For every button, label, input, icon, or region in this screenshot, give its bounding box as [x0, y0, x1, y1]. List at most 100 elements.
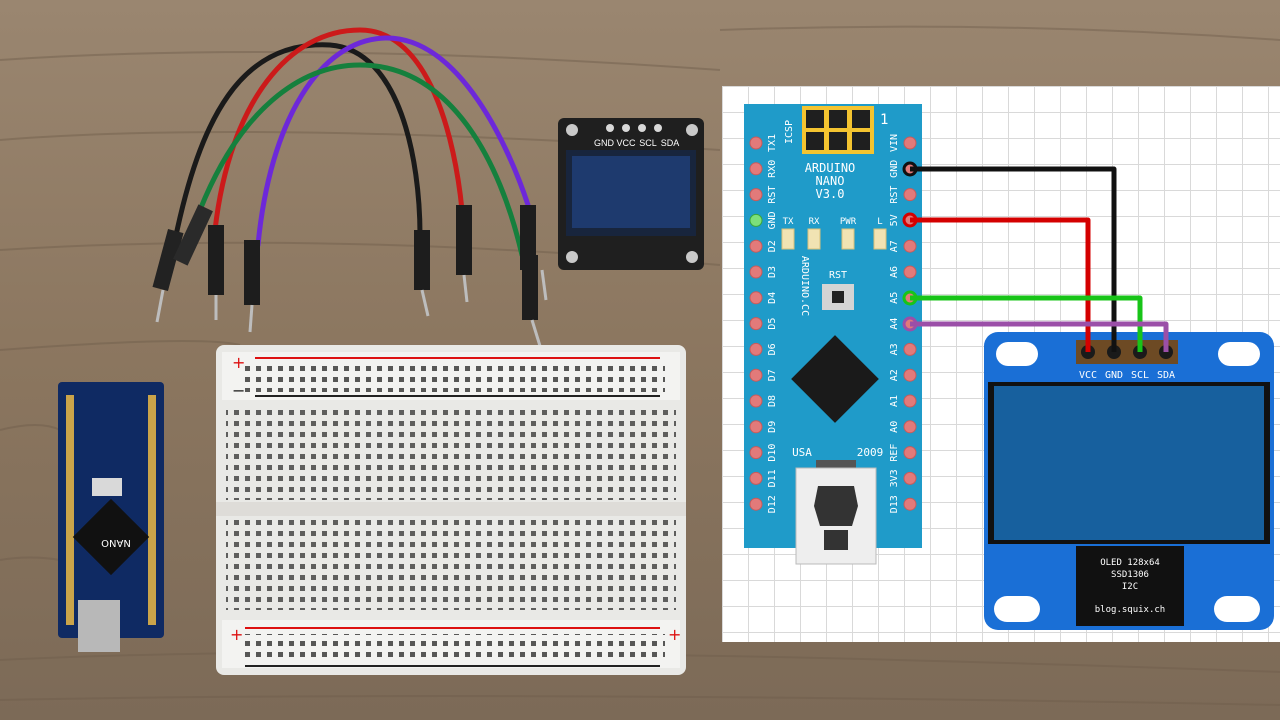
right-pin-pad-d13	[903, 497, 917, 511]
oled-credit: blog.squix.ch	[1095, 605, 1165, 615]
status-leds: TX RX PWR L	[783, 217, 883, 227]
left-pin-pad-d10	[749, 446, 763, 460]
oled-chip-line3: I2C	[1122, 582, 1138, 592]
wire-connectors	[152, 204, 548, 347]
left-pin-label-d2: D2	[767, 240, 778, 252]
microcontroller-chip	[791, 335, 879, 423]
right-pin-pad-a0	[903, 420, 917, 434]
usb-connector	[795, 460, 877, 565]
right-pin-label-vin: VIN	[889, 134, 900, 152]
board-title-line1: ARDUINO	[805, 161, 856, 175]
oled-photo-pin-sda: SDA	[661, 138, 680, 148]
right-pin-pad-3v3	[903, 471, 917, 485]
oled-chip-line1: OLED 128x64	[1100, 558, 1160, 568]
left-pin-pad-d12	[749, 497, 763, 511]
nano-photo-silk: NANO	[101, 537, 131, 548]
right-pin-label-a3: A3	[889, 343, 900, 355]
left-pin-label-d8: D8	[767, 395, 778, 407]
left-pin-pad-d4	[749, 291, 763, 305]
right-pin-label-d13: D13	[889, 495, 900, 513]
right-pin-pad-a7	[903, 239, 917, 253]
oled-photo-pin-labels: GND VCC SCL SDA	[594, 138, 679, 148]
board-title-line3: V3.0	[816, 187, 845, 201]
black-wire	[172, 42, 423, 243]
oled-photo-pin-vcc: VCC	[616, 138, 636, 148]
oled-pin-vcc: VCC	[1079, 370, 1097, 381]
breadboard-photo-body: + + + −	[216, 345, 686, 675]
right-pin-label-a7: A7	[889, 240, 900, 252]
oled-photo-pin-gnd: GND	[594, 138, 615, 148]
wire-scl	[910, 295, 1143, 352]
led-label-rx: RX	[809, 217, 820, 227]
left-pin-pad-d3	[749, 265, 763, 279]
breadboard-plus-right: +	[668, 625, 681, 644]
left-pin-label-rx0: RX0	[767, 160, 778, 178]
left-pin-pad-d7	[749, 368, 763, 382]
right-pin-label-gnd: GND	[889, 160, 900, 178]
right-pin-pad-vin	[903, 136, 917, 150]
right-pin-pad-ref	[903, 446, 917, 460]
breadboard-plus-top: +	[232, 353, 245, 372]
schematic-wires	[910, 166, 1169, 352]
left-pin-pad-d9	[749, 420, 763, 434]
left-pin-pad-d5	[749, 317, 763, 331]
left-pin-label-d11: D11	[767, 469, 778, 487]
left-pin-label-tx1: TX1	[767, 134, 778, 152]
left-pin-label-d5: D5	[767, 318, 778, 330]
wire-end-sda	[902, 316, 918, 332]
right-pin-label-a6: A6	[889, 266, 900, 278]
wire-end-gnd	[902, 161, 918, 177]
left-pin-label-d4: D4	[767, 292, 778, 304]
wood-grain	[0, 25, 1280, 706]
left-pin-pad-d8	[749, 394, 763, 408]
red-wire	[212, 27, 465, 233]
oled-pin-sda: SDA	[1157, 370, 1175, 381]
wire-sda	[910, 321, 1169, 352]
oled-chip-label-block	[1076, 546, 1184, 626]
right-pin-pad-a1	[903, 394, 917, 408]
left-pin-label-gnd: GND	[767, 211, 778, 229]
usa-label: USA	[792, 446, 812, 459]
right-pin-label-a2: A2	[889, 369, 900, 381]
left-pin-pad-d6	[749, 342, 763, 356]
right-pin-pad-a6	[903, 265, 917, 279]
arduino-nano-board: ICSP 1 ARDUINO NANO V3.0 ARDUINO.CC TX R…	[744, 104, 922, 565]
breadboard-minus-top: −	[232, 381, 245, 400]
icsp-label: ICSP	[784, 120, 795, 144]
left-pin-label-d6: D6	[767, 343, 778, 355]
left-pin-pad-tx1	[749, 136, 763, 150]
right-pin-label-5v: 5V	[889, 214, 900, 226]
oled-pin-scl: SCL	[1131, 370, 1149, 381]
left-pin-pad-rst	[749, 188, 763, 202]
left-pin-pad-d11	[749, 471, 763, 485]
wire-gnd	[910, 166, 1117, 352]
wire-end-scl	[902, 290, 918, 306]
left-pin-label-d9: D9	[767, 421, 778, 433]
right-pin-pad-a2	[903, 368, 917, 382]
year-label: 2009	[857, 446, 884, 459]
left-pin-label-d3: D3	[767, 266, 778, 278]
right-pin-pad-rst	[903, 188, 917, 202]
arduino-nano-photo: NANO	[58, 382, 164, 652]
green-wire	[197, 62, 525, 258]
oled-module-photo: GND VCC SCL SDA	[558, 118, 704, 270]
led-label-pwr: PWR	[840, 217, 857, 227]
breadboard-plus-bottom: +	[230, 625, 243, 644]
right-pin-label-a4: A4	[889, 318, 900, 330]
board-vertical-label: ARDUINO.CC	[799, 256, 810, 316]
oled-chip-line2: SSD1306	[1111, 570, 1149, 580]
wiring-schematic: ICSP 1 ARDUINO NANO V3.0 ARDUINO.CC TX R…	[722, 86, 1280, 642]
oled-display-area	[994, 386, 1264, 540]
right-pin-pad-a3	[903, 342, 917, 356]
left-pin-pad-d2	[749, 239, 763, 253]
right-pin-label-ref: REF	[889, 444, 900, 462]
icsp-pin1-label: 1	[880, 112, 888, 128]
wire-end-vcc	[902, 212, 918, 228]
oled-pin-gnd: GND	[1105, 370, 1123, 381]
oled-module: VCC GND SCL SDA OLED 128x64 SSD1306 I2C …	[984, 332, 1274, 630]
rst-button-label: RST	[829, 270, 847, 281]
jumper-wires	[172, 27, 531, 258]
left-pin-label-d12: D12	[767, 495, 778, 513]
left-pin-label-d7: D7	[767, 369, 778, 381]
